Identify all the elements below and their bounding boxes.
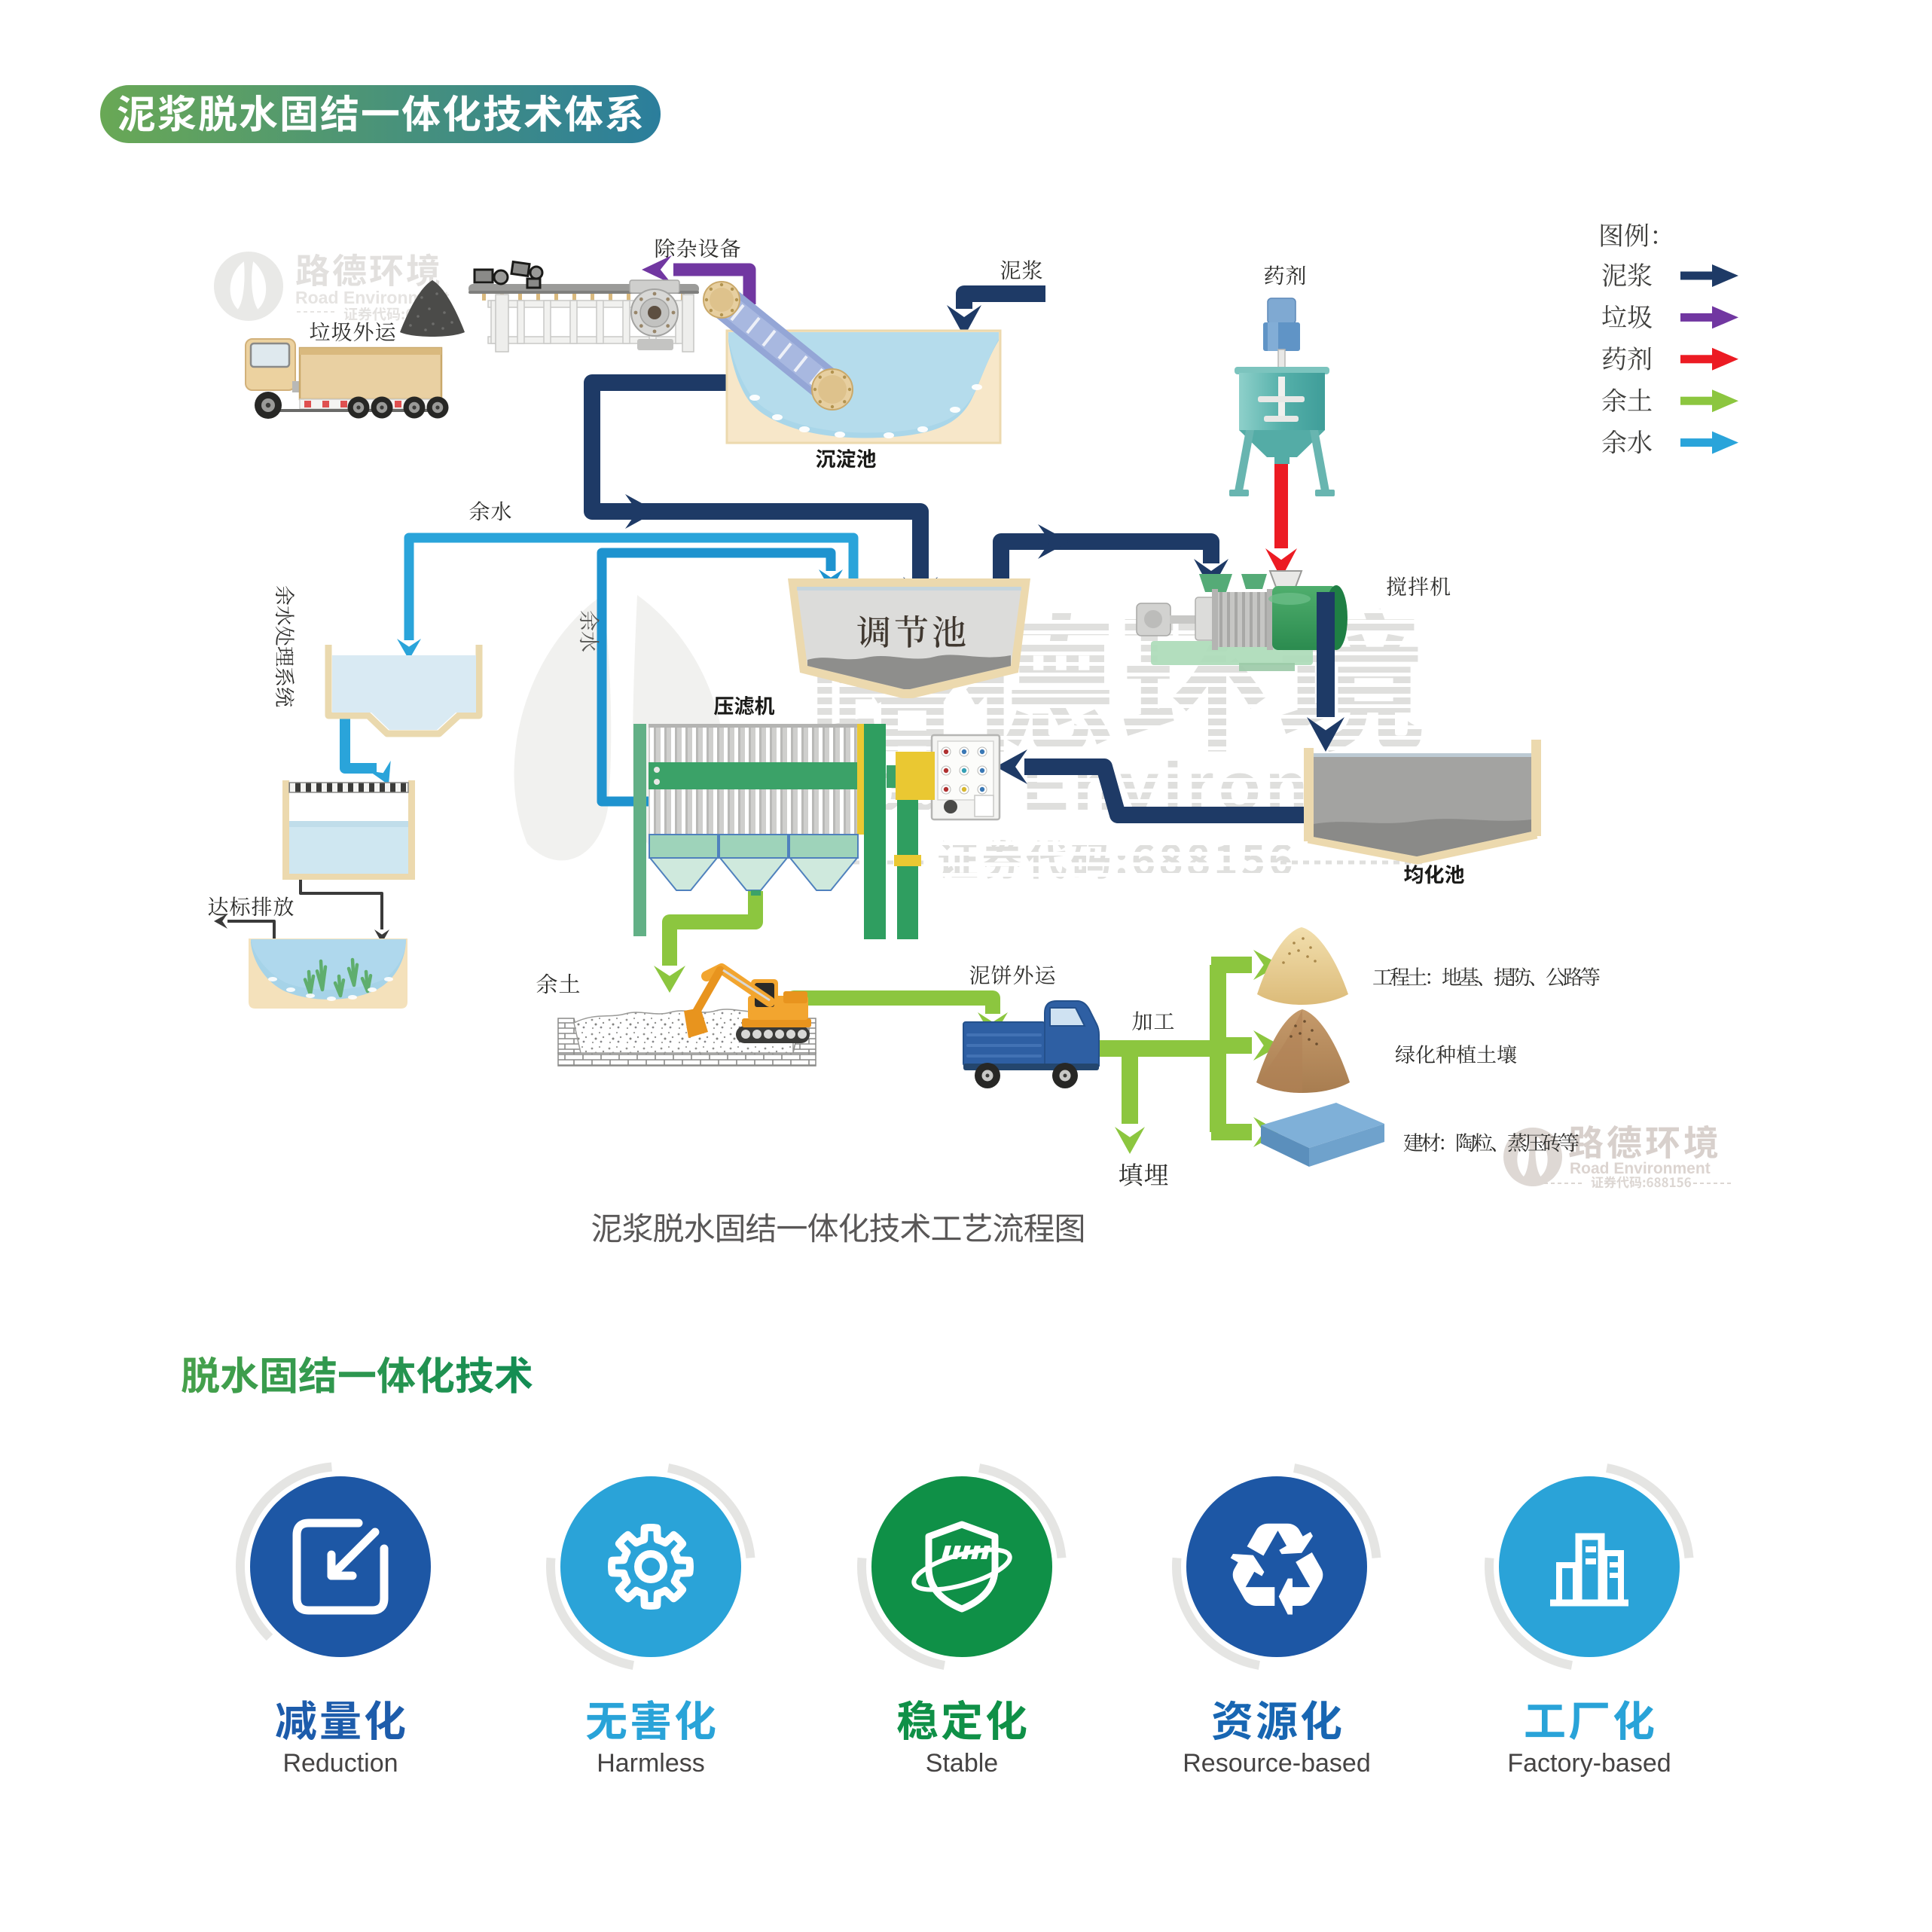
svg-text:Stable: Stable — [926, 1749, 998, 1778]
svg-text:Resource-based: Resource-based — [1183, 1749, 1370, 1778]
svg-text:Reduction: Reduction — [282, 1749, 398, 1778]
svg-text:Road Environment: Road Environment — [1570, 1160, 1711, 1177]
svg-text:Factory-based: Factory-based — [1507, 1749, 1671, 1778]
svg-text:Harmless: Harmless — [597, 1749, 705, 1778]
